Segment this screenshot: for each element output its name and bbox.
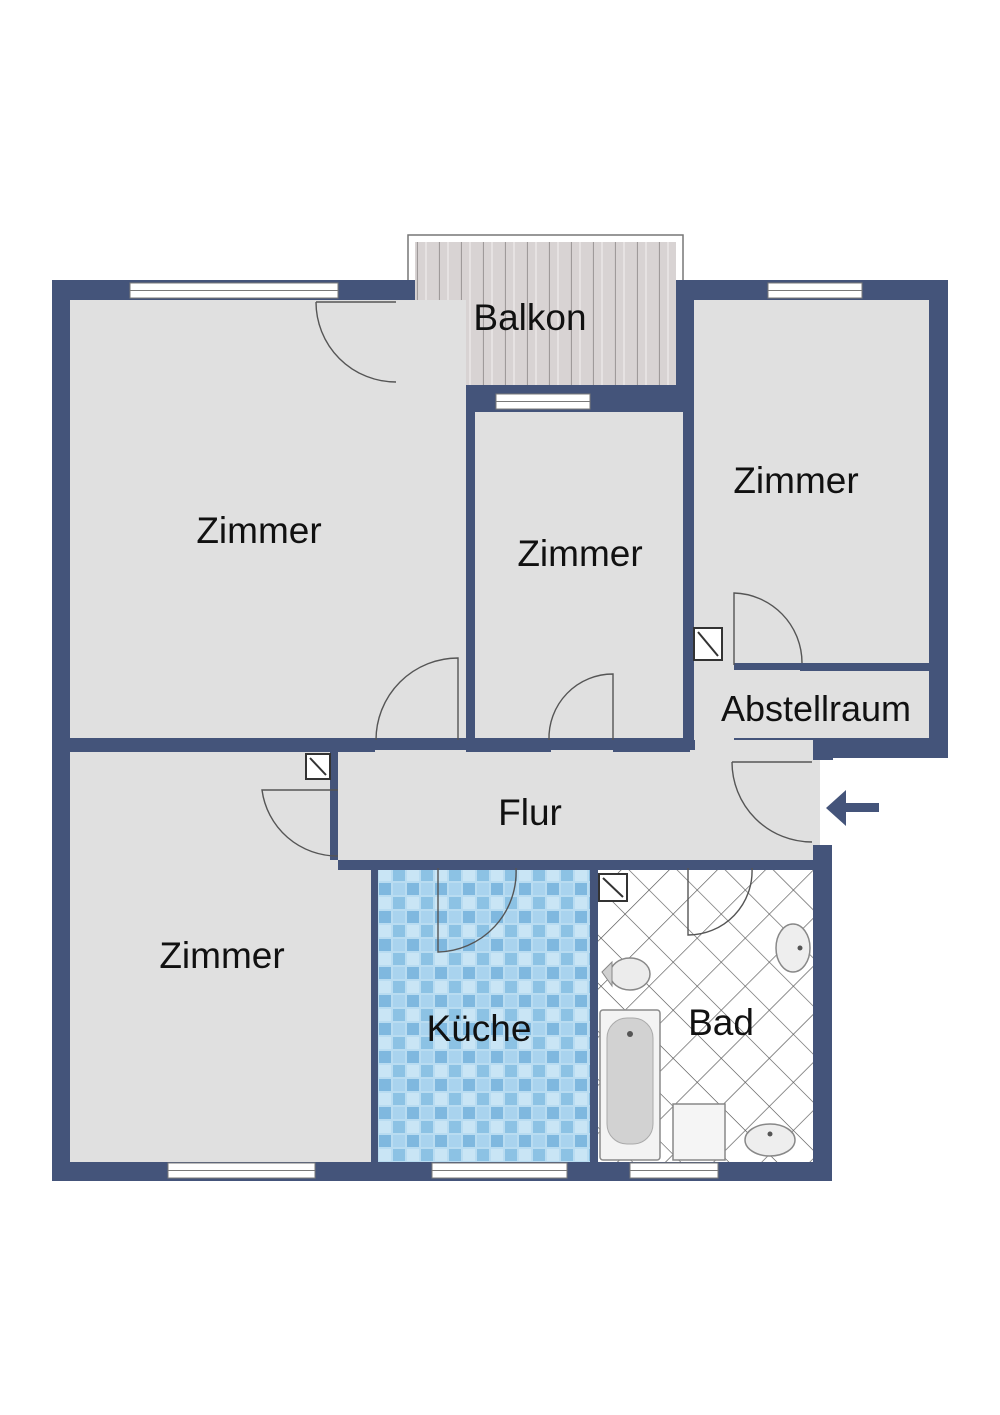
room-floors [70,300,929,1162]
door-arc [731,761,813,843]
label-hallway: Flur [498,792,562,833]
label-room-top-right: Zimmer [733,460,858,501]
label-kitchen: Küche [427,1008,532,1049]
sink [744,1123,796,1157]
door-arc [733,592,803,665]
bathroom-fixtures [599,923,811,1161]
room-top-left-niche [340,300,396,390]
room-top-left-floor [70,300,466,738]
door-arc [375,657,459,741]
kitchen-floor [378,870,590,1162]
door-arc [687,867,753,936]
door-arc [261,789,339,857]
windows [129,282,863,1179]
room-bottom-left-floor [70,752,371,1162]
label-room-bottom-left: Zimmer [159,935,284,976]
label-storage: Abstellraum [721,688,911,729]
toilet [609,957,651,991]
storage-corridor [694,600,734,740]
label-balcony: Balkon [473,297,586,338]
label-bathroom: Bad [688,1002,754,1043]
sink [775,923,811,973]
door-arc [437,867,517,953]
label-room-top-left: Zimmer [196,510,321,551]
washing-machine [672,1103,726,1161]
entrance-arrow [826,790,879,826]
doors [261,301,813,953]
hallway-entry [695,740,815,770]
label-room-top-middle: Zimmer [517,533,642,574]
door-arc [315,301,397,383]
door-arc [548,673,614,741]
shafts [305,627,723,902]
room-top-middle-floor [475,412,683,738]
interior-walls [70,300,929,1181]
